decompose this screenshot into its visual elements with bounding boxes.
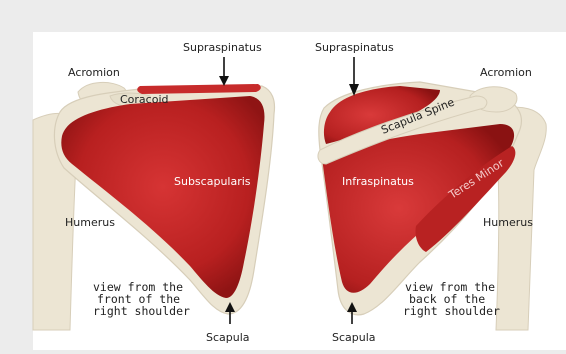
back-humerus-label: Humerus xyxy=(483,216,533,229)
subscapularis-label: Subscapularis xyxy=(174,175,251,188)
back-supraspinatus-label: Supraspinatus xyxy=(315,41,394,54)
front-humerus-label: Humerus xyxy=(65,216,115,229)
front-coracoid-label: Coracoid xyxy=(120,93,169,106)
front-caption-line: right shoulder xyxy=(93,304,190,318)
back-caption: view from the back of the right shoulder xyxy=(403,280,500,318)
back-acromion-label: Acromion xyxy=(480,66,532,79)
front-scapula-label: Scapula xyxy=(206,331,250,344)
infraspinatus-label: Infraspinatus xyxy=(342,175,414,188)
back-supraspinatus-arrow xyxy=(349,57,359,96)
back-caption-line: right shoulder xyxy=(403,304,500,318)
back-scapula-label: Scapula xyxy=(332,331,376,344)
front-supraspinatus-arrow xyxy=(219,57,229,86)
front-acromion-label: Acromion xyxy=(68,66,120,79)
front-supraspinatus-label: Supraspinatus xyxy=(183,41,262,54)
subscapularis-muscle xyxy=(61,96,264,298)
front-caption: view from the front of the right shoulde… xyxy=(93,280,190,318)
